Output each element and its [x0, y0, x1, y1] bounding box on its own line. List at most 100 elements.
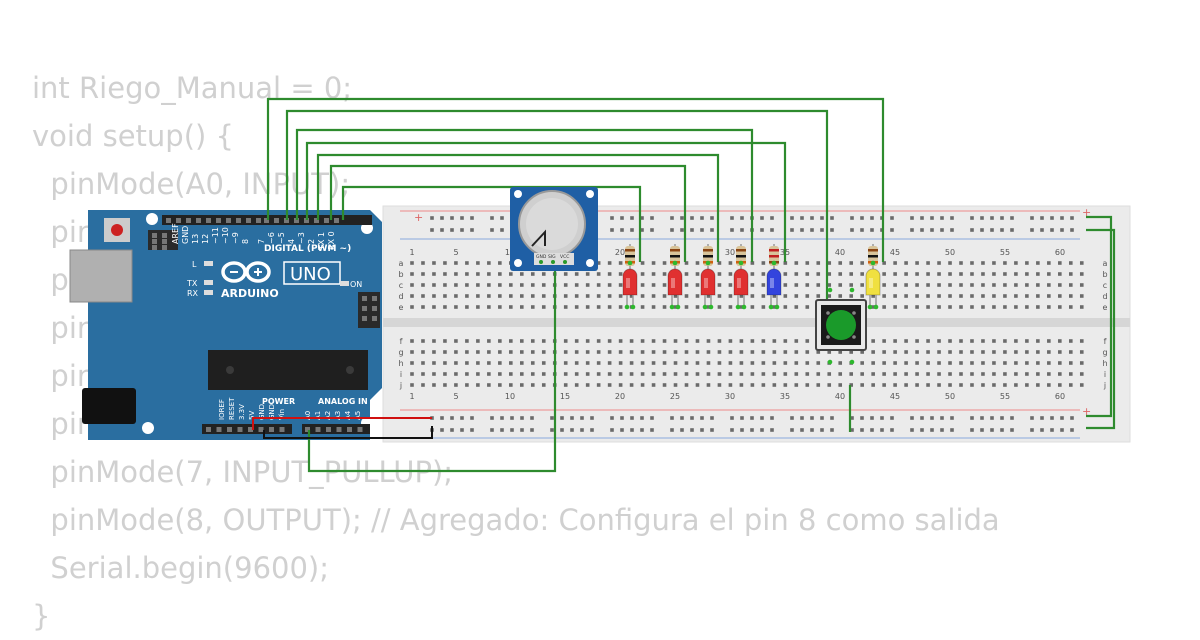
- header-pin[interactable]: [264, 218, 269, 223]
- header-pin[interactable]: [334, 218, 339, 223]
- wire-5v-red[interactable]: [252, 417, 432, 430]
- breadboard-hole: [651, 350, 656, 354]
- header-pin[interactable]: [152, 245, 157, 250]
- breadboard-hole: [670, 228, 674, 232]
- breadboard-hole: [706, 361, 711, 365]
- header-pin[interactable]: [274, 218, 279, 223]
- wire-gnd-black[interactable]: [263, 426, 433, 439]
- breadboard-hole: [476, 261, 480, 265]
- breadboard-hole: [410, 339, 414, 343]
- breadboard-hole: [574, 272, 579, 276]
- header-pin[interactable]: [162, 245, 167, 250]
- potentiometer-module[interactable]: GND SIG VCC: [510, 187, 598, 271]
- reset-button[interactable]: [111, 224, 123, 236]
- led-with-resistor[interactable]: [700, 244, 716, 310]
- breadboard-hole: [838, 272, 843, 276]
- header-pin[interactable]: [196, 218, 201, 223]
- header-pin[interactable]: [347, 427, 352, 432]
- led-with-resistor[interactable]: [733, 244, 749, 310]
- breadboard-hole: [700, 216, 704, 220]
- breadboard-hole: [760, 216, 764, 220]
- breadboard-hole: [673, 294, 678, 298]
- header-pin[interactable]: [362, 316, 367, 321]
- breadboard-hole: [959, 339, 963, 343]
- breadboard-hole: [926, 339, 930, 343]
- push-button-icon[interactable]: [815, 299, 867, 351]
- push-button-cap[interactable]: [826, 310, 856, 340]
- header-pin[interactable]: [258, 427, 264, 432]
- header-pin[interactable]: [294, 218, 299, 223]
- header-pin[interactable]: [336, 427, 342, 432]
- wire-pin4-led[interactable]: [316, 153, 720, 262]
- header-pin[interactable]: [362, 296, 367, 301]
- header-pin[interactable]: [162, 239, 167, 244]
- led-with-resistor[interactable]: [865, 244, 881, 310]
- header-pin[interactable]: [314, 218, 319, 223]
- header-pin[interactable]: [152, 239, 157, 244]
- header-pin[interactable]: [248, 427, 253, 432]
- led-with-resistor[interactable]: [622, 244, 638, 310]
- header-pin[interactable]: [236, 218, 241, 223]
- col-label: 45: [890, 248, 900, 257]
- breadboard-hole: [607, 383, 612, 387]
- breadboard-hole: [520, 361, 524, 365]
- header-pin[interactable]: [357, 427, 363, 432]
- wire-a0-potentiometer[interactable]: [307, 255, 557, 473]
- breadboard-hole: [465, 361, 469, 365]
- header-pin[interactable]: [284, 218, 289, 223]
- wire-pin7-button[interactable]: [285, 109, 829, 312]
- breadboard-hole: [830, 428, 834, 432]
- wire-pin3-led[interactable]: [329, 164, 687, 262]
- header-pin[interactable]: [216, 218, 221, 223]
- arduino-uno-board[interactable]: AREF GND 13 12 ~11 ~10 ~9 8 7 ~6 ~5 4 ~3…: [69, 210, 382, 440]
- header-pin[interactable]: [372, 316, 377, 321]
- breadboard-hole: [490, 428, 494, 432]
- header-pin[interactable]: [216, 427, 222, 432]
- breadboard-hole: [684, 294, 689, 298]
- header-pin[interactable]: [152, 233, 157, 238]
- header-pin[interactable]: [206, 218, 211, 223]
- led-with-resistor[interactable]: [766, 244, 782, 310]
- wire-pin2-led[interactable]: [341, 185, 642, 262]
- led-rx: [204, 290, 213, 295]
- header-pin[interactable]: [176, 218, 181, 223]
- header-pin[interactable]: [305, 427, 310, 432]
- header-pin[interactable]: [256, 218, 261, 223]
- header-pin[interactable]: [186, 218, 191, 223]
- wire-rail-plus[interactable]: [1086, 215, 1113, 418]
- breadboard-hole: [1050, 428, 1054, 432]
- breadboard-hole: [530, 339, 535, 343]
- header-pin[interactable]: [269, 427, 274, 432]
- chip-dot: [226, 366, 234, 374]
- col-label: 60: [1055, 392, 1065, 401]
- wire-rail-minus[interactable]: [1086, 228, 1116, 430]
- header-pin[interactable]: [324, 218, 329, 223]
- breadboard-hole: [700, 416, 704, 420]
- header-pin[interactable]: [304, 218, 309, 223]
- header-pin[interactable]: [166, 218, 171, 223]
- header-pin[interactable]: [206, 427, 211, 432]
- uno-badge: [283, 261, 341, 285]
- header-pin[interactable]: [326, 427, 331, 432]
- header-pin[interactable]: [226, 218, 231, 223]
- breadboard-hole: [772, 361, 777, 365]
- breadboard-hole: [717, 294, 722, 298]
- header-pin[interactable]: [362, 306, 367, 311]
- wire-pin8-yellow-led[interactable]: [266, 97, 885, 262]
- breadboard-hole: [970, 272, 974, 276]
- header-pin[interactable]: [227, 427, 232, 432]
- header-pin[interactable]: [372, 296, 377, 301]
- header-pin[interactable]: [246, 218, 251, 223]
- breadboard-hole: [650, 428, 654, 432]
- header-pin[interactable]: [237, 427, 243, 432]
- wire-pin6-led[interactable]: [295, 128, 754, 262]
- breadboard-hole: [440, 428, 444, 432]
- header-pin[interactable]: [315, 427, 321, 432]
- breadboard-hole: [1000, 228, 1004, 232]
- wire-pin5-led[interactable]: [305, 141, 787, 262]
- header-pin[interactable]: [279, 427, 285, 432]
- code-line: int Riego_Manual = 0;: [32, 71, 353, 105]
- led-with-resistor[interactable]: [667, 244, 683, 310]
- header-pin[interactable]: [372, 306, 377, 311]
- header-pin[interactable]: [162, 233, 167, 238]
